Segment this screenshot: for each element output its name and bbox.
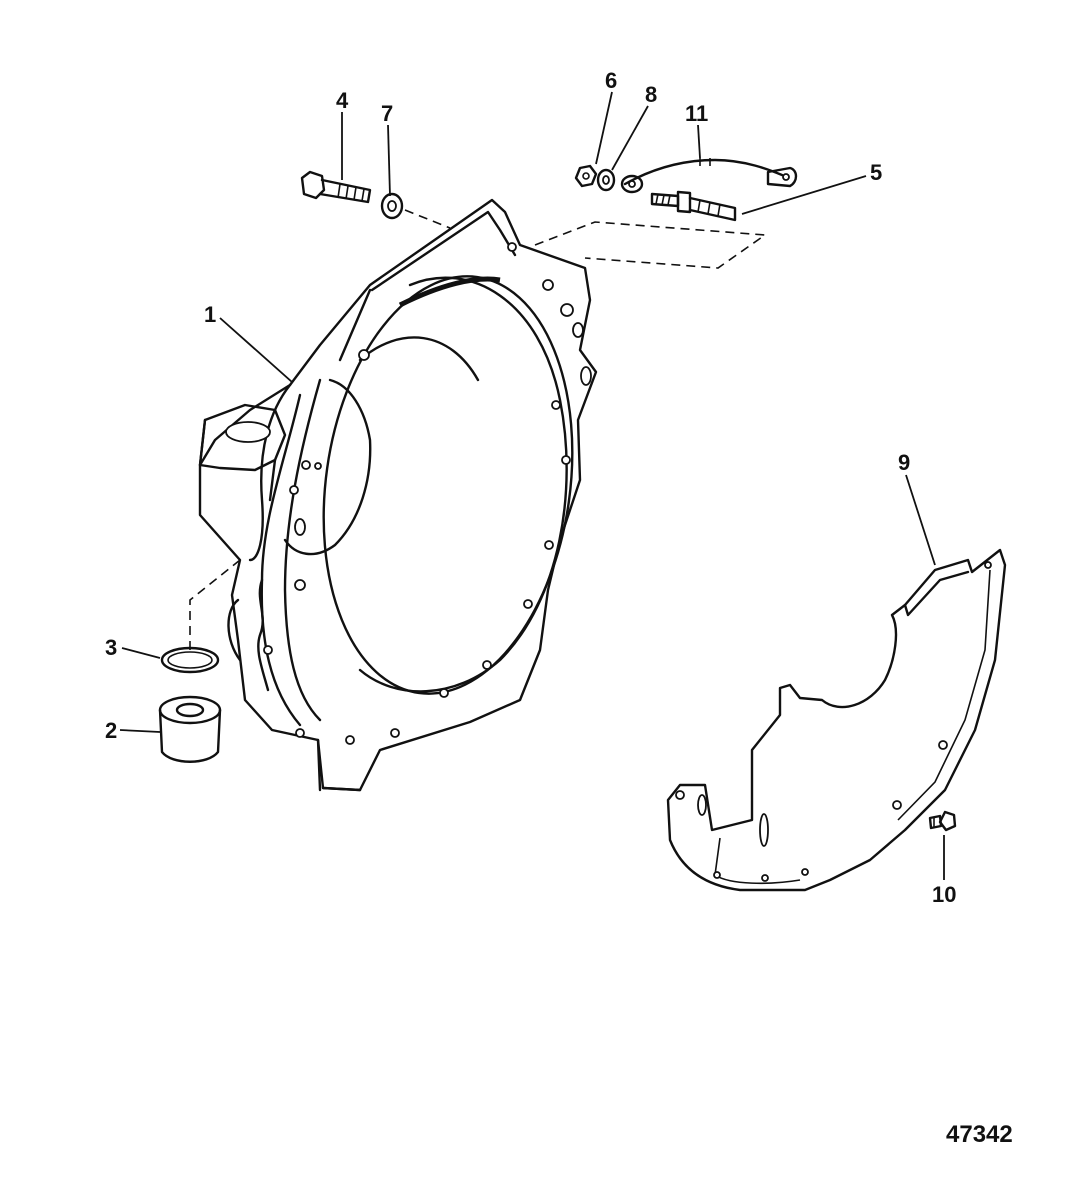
callout-6: 6: [605, 68, 617, 93]
callout-4: 4: [336, 88, 349, 113]
bushing: [158, 695, 222, 763]
callout-8: 8: [645, 82, 657, 107]
callout-11: 11: [685, 101, 708, 126]
leader-lines: [119, 91, 945, 880]
flywheel-housing: [198, 198, 598, 792]
figure-number: 47342: [946, 1121, 1013, 1148]
alignment-line-top-left: [404, 209, 451, 229]
alignment-line-top-right: [534, 221, 768, 269]
callout-9: 9: [898, 450, 910, 475]
bolt: [300, 170, 372, 204]
washer: [380, 192, 404, 220]
screw: [928, 810, 957, 832]
lock-washer: [596, 168, 616, 192]
ground-strap: [620, 158, 798, 194]
nut: [574, 164, 598, 188]
callout-10: 10: [932, 882, 956, 907]
callout-7: 7: [381, 101, 393, 126]
callout-3: 3: [105, 635, 117, 660]
callout-5: 5: [870, 160, 882, 185]
flywheel-cover: [666, 548, 1007, 892]
stud: [650, 190, 737, 222]
callout-2: 2: [105, 718, 117, 743]
o-ring: [160, 646, 220, 674]
alignment-line-left: [189, 559, 241, 650]
callout-1: 1: [204, 302, 216, 327]
